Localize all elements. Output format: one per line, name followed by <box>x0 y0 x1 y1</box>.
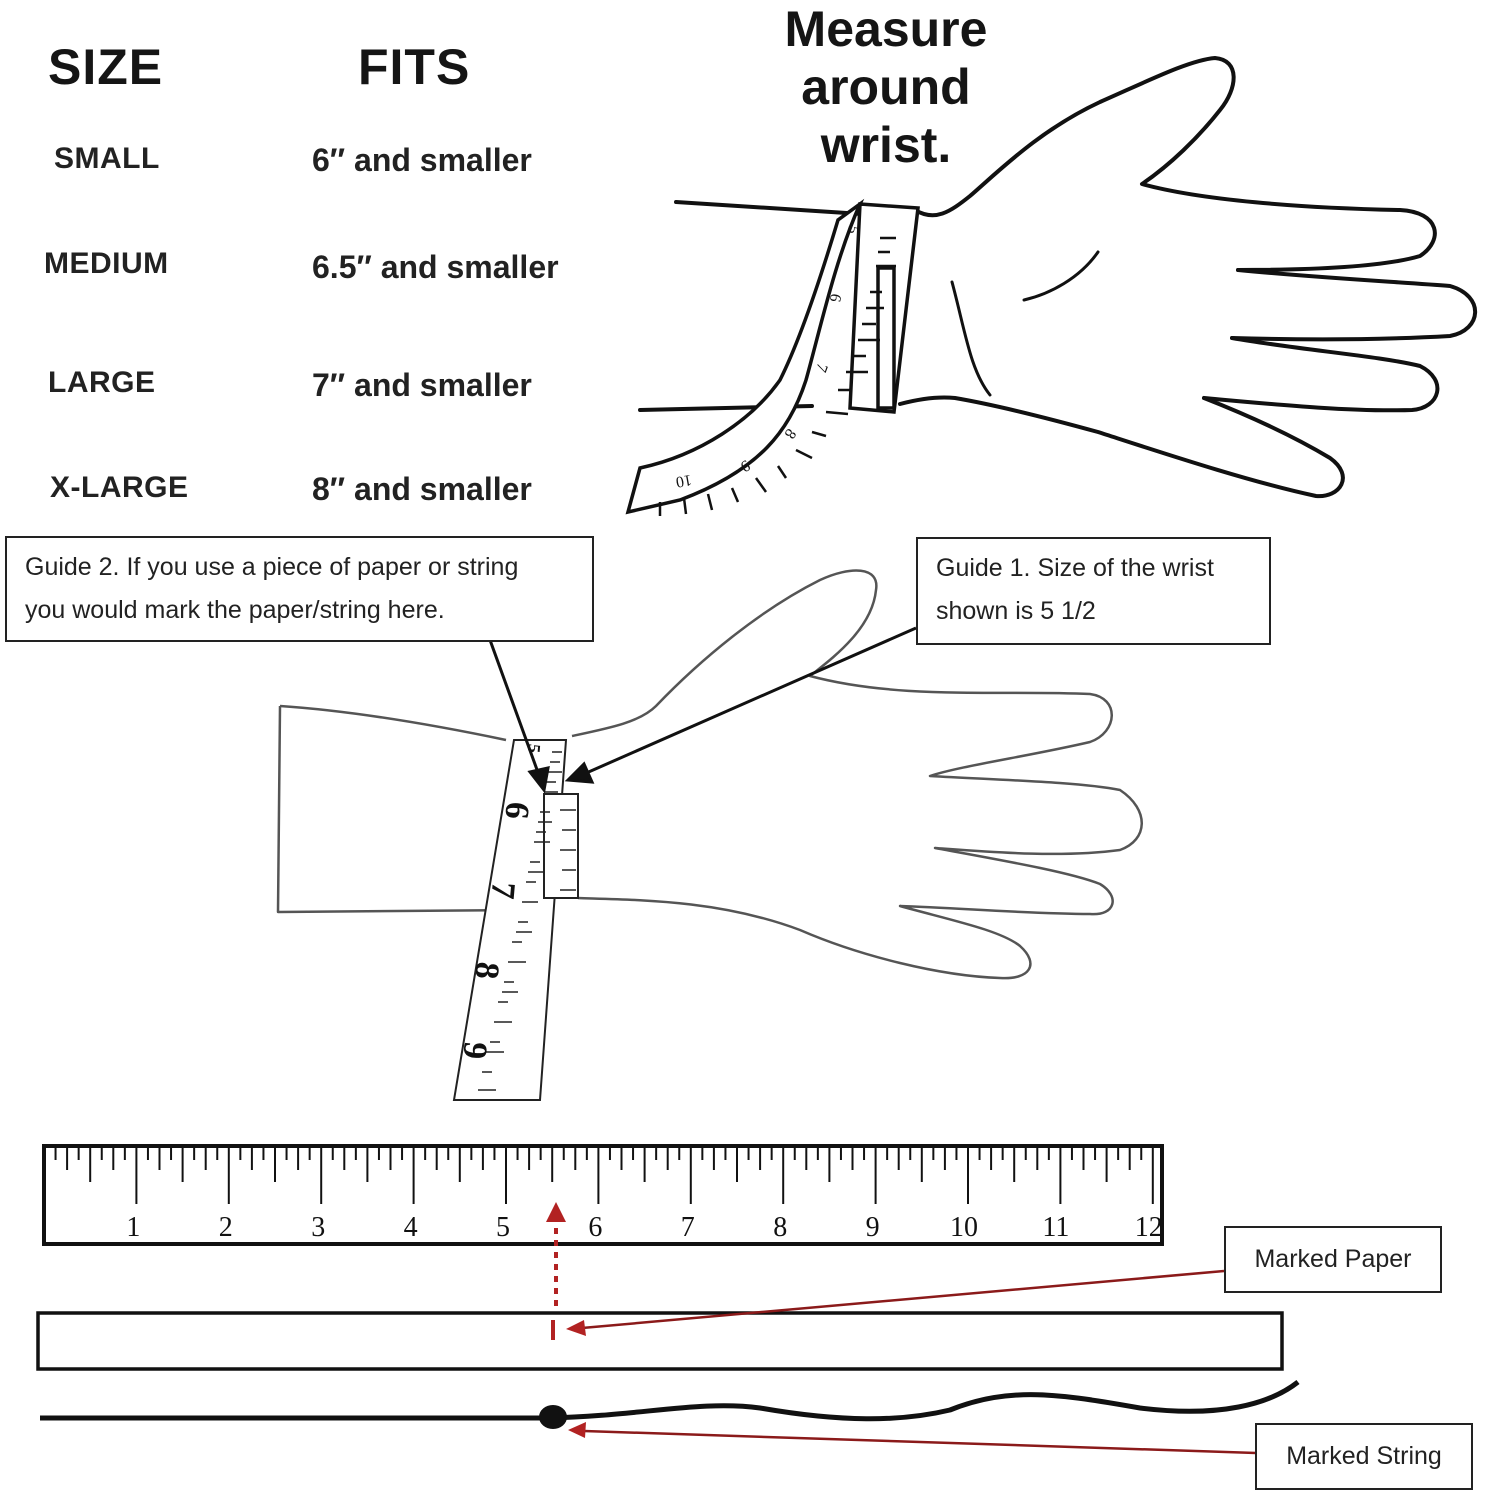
mid-tape-label-5: 5 <box>524 743 545 754</box>
mid-tape-label-9: 9 <box>455 1040 493 1060</box>
size-large-label: LARGE <box>48 366 156 399</box>
ruler-number-2: 2 <box>219 1212 233 1243</box>
fits-large-value: 7″ and smaller <box>312 367 532 403</box>
fits-column-header: FITS <box>358 39 471 95</box>
ruler-number-6: 6 <box>588 1212 602 1243</box>
ruler-number-4: 4 <box>404 1212 418 1243</box>
ruler-number-8: 8 <box>773 1212 787 1243</box>
measure-title: Measure around wrist. <box>736 0 1036 174</box>
paper-pointer-head <box>566 1320 586 1336</box>
string-pointer-head <box>568 1422 586 1438</box>
mid-tape-label-8: 8 <box>467 960 505 980</box>
top-tape-label-5: 5 <box>844 224 862 235</box>
measure-title-line-1: Measure <box>784 1 988 57</box>
size-medium-label: MEDIUM <box>44 247 169 280</box>
marked-paper-strip <box>36 1311 1284 1371</box>
ruler-number-10: 10 <box>950 1212 978 1243</box>
guide-2-box: Guide 2. If you use a piece of paper or … <box>5 536 594 642</box>
ruler-ticks <box>54 1148 1154 1204</box>
top-tape-label-10: 10 <box>674 471 693 491</box>
fits-medium-value: 6.5″ and smaller <box>312 249 559 285</box>
size-xlarge-label: X-LARGE <box>50 471 189 504</box>
mid-tape-label-6: 6 <box>497 800 535 820</box>
size-column-header: SIZE <box>48 39 164 95</box>
guide-1-line-2: shown is 5 1/2 <box>936 597 1096 625</box>
middle-hand-illustration: 5 6 7 8 9 <box>276 569 1143 1101</box>
top-hand-illustration: 5 6 7 8 9 10 <box>625 56 1478 516</box>
string-knot <box>539 1405 567 1429</box>
paper-pointer-line <box>581 1269 1225 1330</box>
fits-xlarge-value: 8″ and smaller <box>312 471 532 507</box>
red-arrow-head-up <box>546 1202 566 1222</box>
ruler-body <box>42 1144 1164 1246</box>
ruler-number-11: 11 <box>1042 1212 1069 1243</box>
paper-string-illustration <box>36 1202 1300 1455</box>
ruler-number-9: 9 <box>866 1212 880 1243</box>
marked-string <box>40 1380 1300 1422</box>
size-small-label: SMALL <box>54 142 160 175</box>
ruler-number-1: 1 <box>126 1212 140 1243</box>
guide-2-line-1: Guide 2. If you use a piece of paper or … <box>25 553 519 581</box>
fits-small-value: 6″ and smaller <box>312 142 532 178</box>
ruler-number-5: 5 <box>496 1212 510 1243</box>
guide-1-line-1: Guide 1. Size of the wrist <box>936 554 1214 582</box>
measure-title-line-2: around <box>801 59 971 115</box>
ruler-number-7: 7 <box>681 1212 695 1243</box>
guide-1-box: Guide 1. Size of the wrist shown is 5 1/… <box>916 537 1271 645</box>
string-pointer-line <box>583 1429 1257 1455</box>
marked-paper-label: Marked Paper <box>1224 1226 1442 1293</box>
guide-2-line-2: you would mark the paper/string here. <box>25 596 445 624</box>
ruler-number-3: 3 <box>311 1212 325 1243</box>
mid-tape-label-7: 7 <box>483 880 521 900</box>
marked-string-label: Marked String <box>1255 1423 1473 1490</box>
measure-title-line-3: wrist. <box>820 117 952 173</box>
ruler-number-12: 12 <box>1135 1212 1163 1243</box>
top-tape-label-6: 6 <box>826 292 844 303</box>
